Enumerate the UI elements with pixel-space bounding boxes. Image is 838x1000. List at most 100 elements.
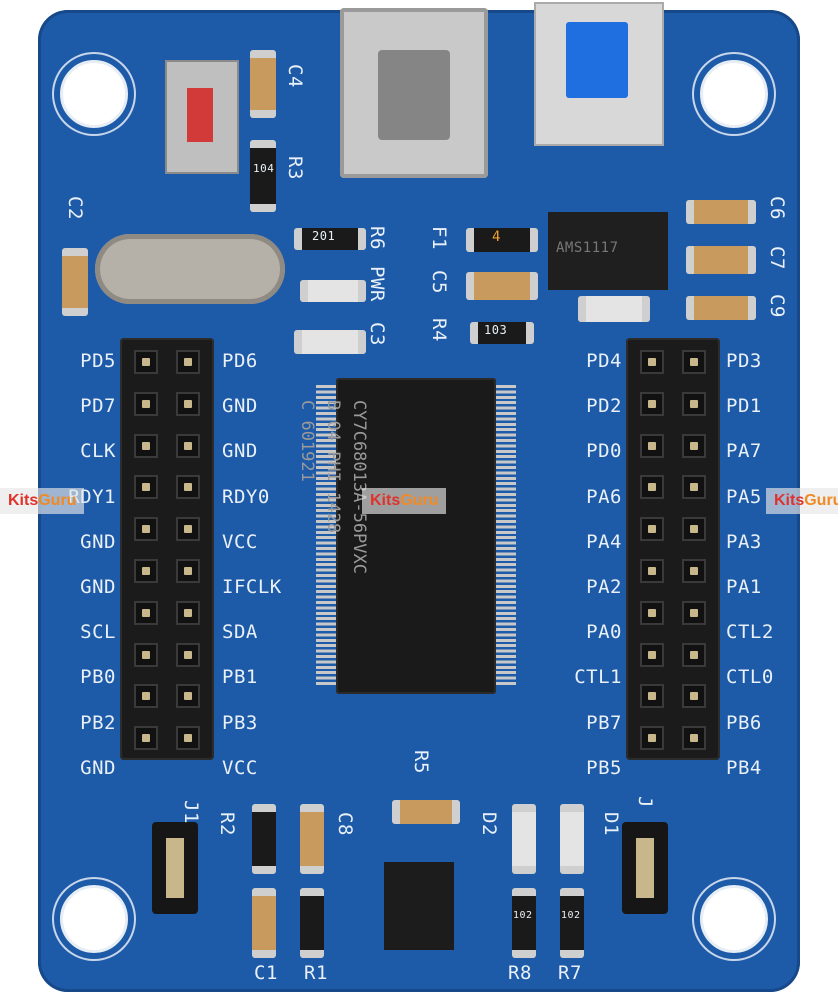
resistor-r7: 102: [560, 888, 584, 958]
label-c1: C1: [254, 962, 278, 984]
label-j-left: J1: [180, 800, 202, 824]
capacitor-c1: [252, 888, 276, 958]
left-header-pin-row: [124, 384, 210, 424]
label-c3: C3: [366, 322, 388, 346]
right-inner-pin-label: PA4: [586, 530, 622, 553]
label-c9: C9: [766, 294, 788, 318]
right-header-pin-row: [630, 551, 716, 591]
header-pin: [134, 391, 158, 416]
header-pin: [682, 600, 706, 625]
f1-code: 4: [492, 229, 501, 245]
capacitor-c9: [686, 296, 756, 320]
button-knob: [187, 88, 213, 142]
led-d2: [512, 804, 536, 874]
left-inner-pin-label: GND: [222, 440, 258, 463]
label-c6: C6: [766, 196, 788, 220]
label-r1: R1: [304, 962, 328, 984]
header-pin: [682, 684, 706, 709]
header-pin: [682, 391, 706, 416]
resistor-r3: 104: [250, 140, 276, 212]
header-pin: [134, 684, 158, 709]
label-c2: C2: [64, 196, 86, 220]
label-r4: R4: [428, 318, 450, 342]
header-pin: [640, 517, 664, 542]
left-header-pin-row: [124, 426, 210, 466]
resistor-r1: [300, 888, 324, 958]
usb-controller-chip: [336, 378, 496, 694]
right-inner-pin-label: PB5: [586, 756, 622, 779]
right-inner-pin-label: PA2: [586, 576, 622, 598]
label-r3: R3: [284, 156, 306, 180]
r6-code: 201: [312, 229, 336, 243]
chip-marking: CY7C68013A-56PVXC B 04 PHI 1428 C 601921: [294, 400, 372, 630]
header-pin: [176, 391, 200, 416]
watermark-left: KitsGuru: [0, 488, 85, 514]
label-r7: R7: [558, 962, 582, 984]
header-pin: [640, 726, 664, 751]
led-d1: [560, 804, 584, 874]
jumper-left: [152, 822, 198, 914]
right-outer-pin-label: PA7: [726, 440, 762, 463]
capacitor-c7: [686, 246, 756, 274]
header-pin: [176, 600, 200, 625]
watermark-center-b: Guru: [400, 492, 439, 509]
header-pin: [640, 391, 664, 416]
resistor-r4: 103: [470, 322, 534, 344]
left-outer-pin-label: GND: [80, 530, 116, 553]
header-pin: [682, 350, 706, 374]
header-pin: [134, 350, 158, 374]
label-r6: R6: [366, 226, 388, 250]
mounting-hole-bottom-left: [60, 885, 128, 953]
watermark-right: KitsGuru: [766, 488, 838, 514]
mounting-hole-bottom-right: [700, 885, 768, 953]
right-inner-pin-label: PD4: [586, 350, 622, 372]
label-r5: R5: [410, 750, 432, 774]
power-switch: [534, 2, 664, 146]
chip-right-leads: [496, 385, 516, 687]
watermark-center-a: Kits: [370, 492, 401, 509]
left-inner-pin-label: PB1: [222, 666, 258, 689]
label-c5: C5: [428, 270, 450, 294]
right-inner-pin-label: PD0: [586, 440, 622, 463]
header-pin: [682, 726, 706, 751]
right-header-pin-row: [630, 467, 716, 507]
reset-button: [165, 60, 239, 174]
header-pin: [134, 475, 158, 500]
left-header-pin-row: [124, 551, 210, 591]
right-header-pin-row: [630, 676, 716, 716]
resistor-r6: 201: [294, 228, 366, 250]
left-header-pin-row: [124, 718, 210, 758]
mounting-hole-top-right: [700, 60, 768, 128]
left-inner-pin-label: GND: [222, 395, 258, 418]
watermark-right-a: Kits: [774, 492, 805, 509]
left-outer-pin-label: PB2: [80, 711, 116, 734]
header-pin: [176, 475, 200, 500]
right-header-pin-row: [630, 593, 716, 633]
header-pin: [134, 559, 158, 583]
right-inner-pin-label: PA0: [586, 621, 622, 644]
label-d2: D2: [478, 812, 500, 836]
jumper-right: [622, 822, 668, 914]
left-outer-pin-label: GND: [80, 576, 116, 598]
header-pin: [134, 433, 158, 458]
label-d1: D1: [600, 812, 622, 836]
chip-line-2: B 04 PHI 1428: [323, 400, 343, 534]
header-pin: [176, 350, 200, 374]
right-header-pin-row: [630, 635, 716, 675]
header-pin: [176, 726, 200, 751]
right-inner-pin-label: CTL1: [574, 666, 622, 689]
header-pin: [176, 433, 200, 458]
capacitor-r5: [392, 800, 460, 824]
left-inner-pin-label: PD6: [222, 350, 258, 372]
header-pin: [134, 642, 158, 667]
watermark-center: KitsGuru: [362, 488, 447, 514]
label-r8: R8: [508, 962, 532, 984]
right-header-pin-row: [630, 342, 716, 382]
left-outer-pin-label: CLK: [80, 440, 116, 463]
right-outer-pin-label: PD3: [726, 350, 762, 372]
left-header-pin-row: [124, 467, 210, 507]
right-outer-pin-label: PA1: [726, 576, 762, 598]
header-pin: [640, 350, 664, 374]
header-pin: [176, 559, 200, 583]
switch-knob: [566, 22, 628, 98]
